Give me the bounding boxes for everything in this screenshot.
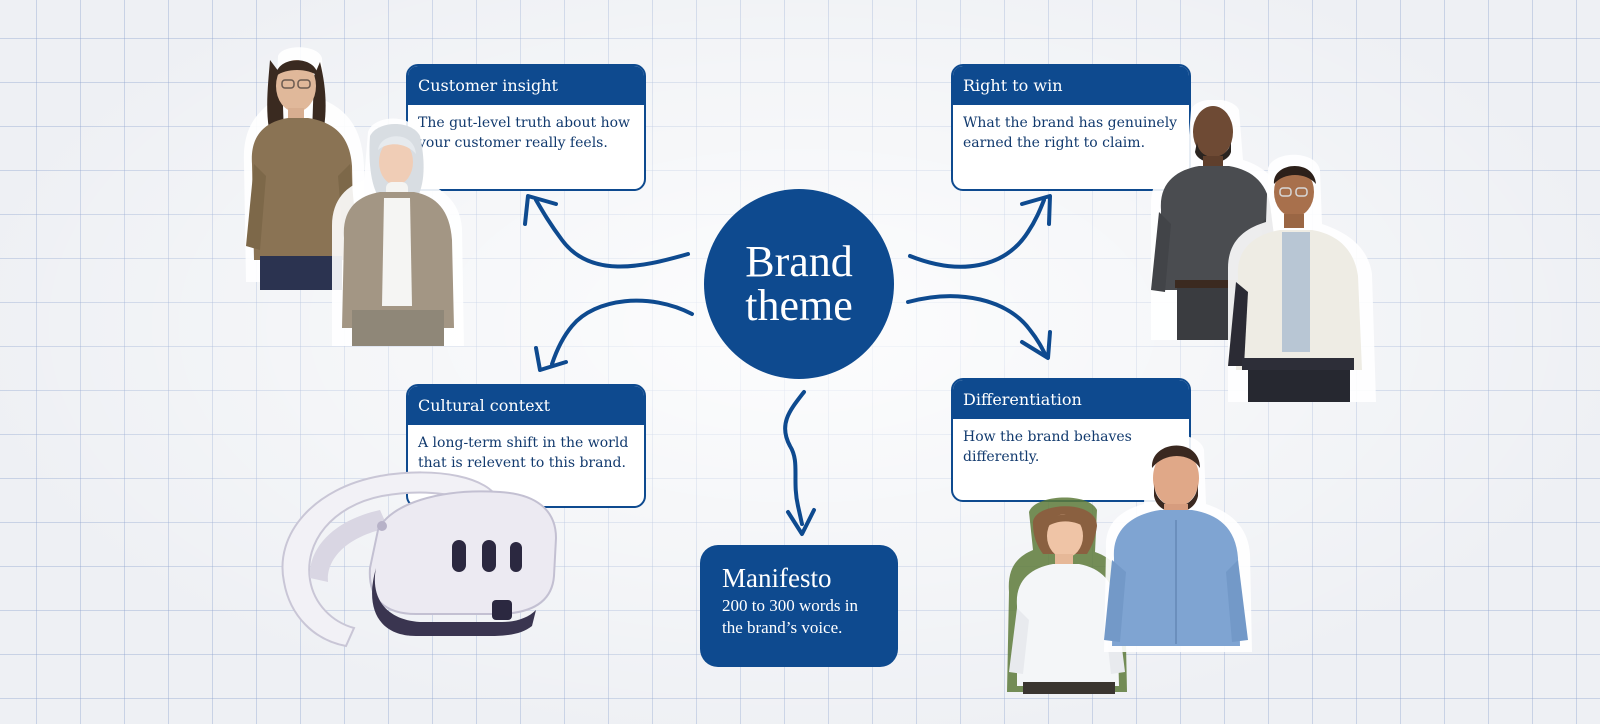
card-right-to-win: Right to win What the brand has genuinel…: [951, 64, 1191, 191]
avatar-man-beard-blue-shirt: [1104, 435, 1252, 652]
arrow-to-right-to-win: [908, 198, 1046, 269]
hub-label-line-1: Brand: [745, 237, 853, 286]
arrowhead-cultural-context: [534, 346, 568, 372]
arrowhead-manifesto: [786, 508, 816, 536]
card-cultural-context: Cultural context A long-term shift in th…: [406, 384, 646, 508]
arrowhead-customer-insight: [523, 194, 558, 226]
avatar-woman-white-hair-cardigan: [332, 118, 464, 346]
brand-theme-hub: Brand theme: [704, 189, 894, 379]
hub-label-line-2: theme: [745, 281, 853, 330]
arrow-to-customer-insight: [534, 198, 690, 269]
card-description: What the brand has genuinely earned the …: [963, 114, 1178, 151]
card-customer-insight: Customer insight The gut-level truth abo…: [406, 64, 646, 191]
card-description: A long-term shift in the world that is r…: [418, 434, 629, 471]
vr-headset: [281, 471, 558, 648]
avatar-woman-short-hair-white-shirt: [1007, 497, 1127, 694]
arrowhead-right-to-win: [1020, 194, 1052, 226]
card-title: Differentiation: [953, 380, 1189, 419]
manifesto-description: 200 to 300 words in the brand’s voice.: [722, 596, 858, 637]
arrow-to-cultural-context: [550, 298, 694, 366]
arrowhead-differentiation: [1020, 330, 1052, 360]
card-title: Cultural context: [408, 386, 644, 425]
card-description: How the brand behaves differently.: [963, 428, 1132, 465]
card-description: The gut-level truth about how your custo…: [418, 114, 630, 151]
avatar-man-glasses-varsity-jacket: [1228, 154, 1376, 402]
manifesto-title: Manifesto: [722, 563, 832, 593]
arrow-to-manifesto: [783, 390, 806, 526]
arrow-to-differentiation: [906, 294, 1048, 358]
manifesto-box: Manifesto 200 to 300 words in the brand’…: [700, 545, 898, 667]
card-title: Right to win: [953, 66, 1189, 105]
card-title: Customer insight: [408, 66, 644, 105]
